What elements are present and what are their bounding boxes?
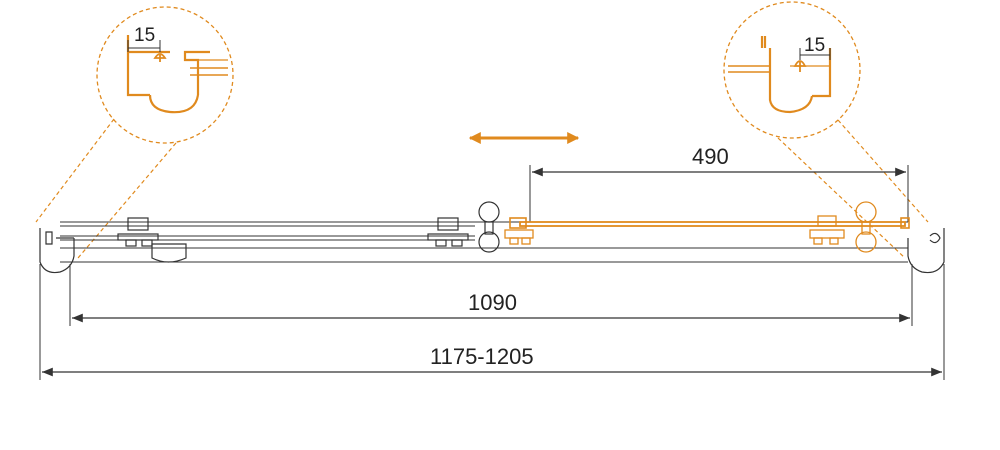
sliding-panel-end-right xyxy=(900,217,910,229)
door-assembly xyxy=(39,201,945,274)
right-detail-circle xyxy=(723,1,861,139)
left-detail-callout: 15 xyxy=(35,6,234,259)
roller-middle xyxy=(427,217,469,247)
opening-dimension: 490 xyxy=(529,144,909,222)
sliding-panel-glass xyxy=(519,221,906,227)
right-detail-profile xyxy=(728,36,832,114)
inner-width-dimension: 1090 xyxy=(69,264,913,326)
left-detail-leader-bottom xyxy=(77,142,177,259)
right-detail-dimension: 15 xyxy=(804,35,825,56)
left-detail-circle xyxy=(96,6,234,144)
sliding-panel-end-left xyxy=(509,217,527,229)
total-width-dimension: 1175-1205 xyxy=(39,264,945,380)
left-detail-profile xyxy=(126,35,228,114)
left-detail-leader-top xyxy=(35,118,115,223)
door-knob-left xyxy=(478,201,500,253)
total-width-label: 1175-1205 xyxy=(430,344,534,369)
door-knob-right xyxy=(855,201,877,253)
left-wall-profile xyxy=(39,228,75,274)
roller-left xyxy=(117,217,159,247)
right-detail-callout: 15 xyxy=(723,1,929,259)
sliding-roller-right xyxy=(809,215,845,245)
sliding-roller-left xyxy=(504,229,534,245)
fixed-panel-handle xyxy=(151,243,187,263)
right-detail-leader-bottom xyxy=(777,137,906,259)
right-detail-leader-top xyxy=(837,119,929,223)
left-detail-dimension: 15 xyxy=(134,25,155,46)
inner-width-label: 1090 xyxy=(468,290,517,315)
opening-dimension-label: 490 xyxy=(692,144,729,169)
right-wall-profile xyxy=(907,228,945,274)
